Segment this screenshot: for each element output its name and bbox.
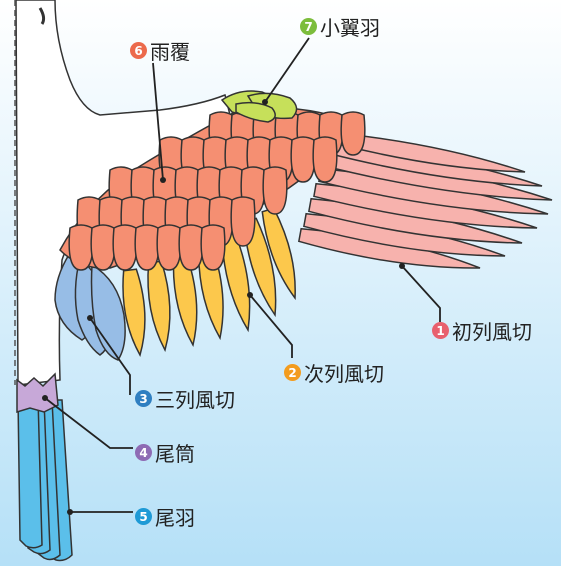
tertials-feathers [54, 248, 126, 361]
covert-feather [340, 111, 366, 156]
leader-line-tertials [89, 317, 131, 395]
eye-mark [38, 7, 46, 25]
label-badge: 7 [300, 18, 317, 35]
label-uppertail: 4 尾筒 [135, 438, 195, 467]
leader-dot-tail [67, 509, 73, 515]
label-tail: 5 尾羽 [135, 502, 195, 531]
label-text: 雨覆 [150, 40, 190, 64]
feather [243, 217, 277, 318]
covert-feather [178, 224, 204, 271]
alula-feathers [220, 90, 298, 123]
primaries-feathers [297, 132, 553, 269]
covert-feather [112, 224, 138, 271]
leader-dot-uppertail [42, 395, 48, 401]
label-coverts: 6 雨覆 [130, 36, 190, 65]
label-text: 尾羽 [155, 506, 195, 530]
label-badge: 5 [135, 508, 152, 525]
covert-feather [230, 196, 256, 247]
label-badge: 4 [135, 444, 152, 461]
covert-feather [134, 224, 160, 271]
leader-dot-secondaries [247, 292, 253, 298]
feather [122, 268, 146, 357]
coverts-feathers [59, 107, 366, 271]
label-badge: 3 [135, 390, 152, 407]
leader-dot-alula [262, 99, 268, 105]
label-badge: 2 [284, 364, 301, 381]
label-alula: 7 小翼羽 [300, 12, 380, 41]
feather [333, 132, 526, 173]
leader-dot-coverts [160, 177, 166, 183]
leader-dot-primaries [399, 263, 405, 269]
uppertail-coverts [16, 372, 59, 414]
label-badge: 6 [130, 42, 147, 59]
feather [172, 253, 198, 348]
label-text: 三列風切 [155, 388, 235, 412]
leader-line-primaries [401, 265, 441, 322]
covert-feather [156, 224, 182, 271]
covert-feather [90, 224, 116, 271]
label-badge: 1 [432, 322, 449, 339]
feather [147, 260, 171, 353]
leader-dot-tertials [87, 315, 93, 321]
leader-line-uppertail [44, 397, 133, 449]
label-tertials: 3 三列風切 [135, 384, 235, 413]
feather [220, 229, 251, 333]
leader-line-alula [264, 37, 310, 103]
leader-line-secondaries [249, 294, 293, 358]
covert-feather [200, 224, 226, 271]
covert-feather [68, 224, 94, 271]
covert-feather [312, 136, 338, 183]
label-primaries: 1 初列風切 [432, 316, 532, 345]
feather [261, 207, 296, 301]
leader-dots [42, 99, 405, 515]
covert-feather [262, 166, 288, 215]
label-text: 小翼羽 [320, 16, 380, 40]
label-secondaries: 2 次列風切 [284, 358, 384, 387]
label-text: 次列風切 [304, 362, 384, 386]
label-text: 尾筒 [155, 442, 195, 466]
covert-feather [290, 136, 316, 183]
leader-lines [44, 37, 441, 513]
leader-line-coverts [152, 62, 164, 181]
tail-feathers [17, 397, 73, 562]
label-text: 初列風切 [452, 320, 532, 344]
